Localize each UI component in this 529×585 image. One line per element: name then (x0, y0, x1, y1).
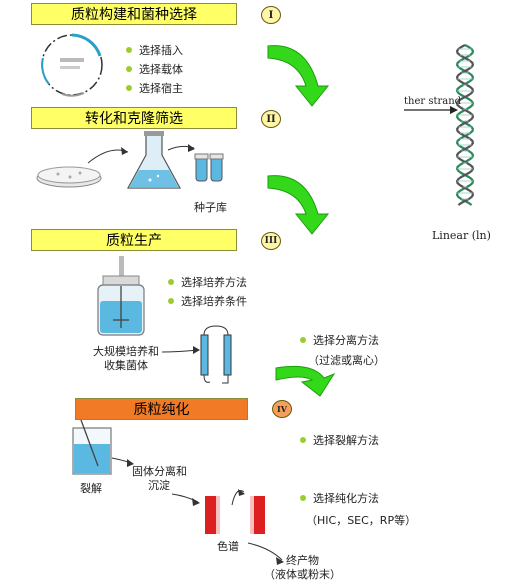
bullet-item: 选择裂解方法 (300, 432, 379, 448)
bullet-text: 选择分离方法 (313, 334, 379, 347)
lysis-label: 裂解 (80, 482, 102, 495)
dna-caption: Linear (ln) (432, 229, 491, 242)
stage-1-numeral: I (268, 9, 274, 21)
stage-1-title: 质粒构建和菌种选择 (71, 7, 197, 23)
stage-1-numeral-badge: I (261, 6, 281, 24)
chromatography-columns-icon (205, 496, 265, 534)
stage-1-box: 质粒构建和菌种选择 (31, 3, 237, 25)
lysis-beaker-icon (72, 419, 112, 475)
bullet-item: 选择插入 (126, 40, 183, 59)
bullet-text: 选择宿主 (139, 81, 183, 95)
seed-bank-label: 种子库 (194, 201, 227, 214)
bullet-item: 选择培养方法 (168, 272, 247, 291)
stage-2-numeral: II (266, 113, 276, 125)
separation-columns-icon (200, 325, 232, 384)
stage-1-bullets: 选择插入 选择载体 选择宿主 (126, 40, 183, 97)
petri-dish-icon (36, 166, 102, 188)
bullet-text: 选择培养方法 (181, 275, 247, 289)
purification-note: （HIC，SEC，RP等） (306, 514, 417, 527)
stage-3-box: 质粒生产 (31, 229, 237, 251)
stage-3-bullets: 选择培养方法 选择培养条件 (168, 272, 247, 310)
arrow-lysis-to-solid-separation (111, 457, 133, 464)
bullet-item: 选择载体 (126, 59, 183, 78)
final-product-label: 终产物 （液体或粉末） (264, 554, 341, 582)
stage-3-numeral: III (264, 236, 278, 246)
stage-2-box: 转化和克隆筛选 (31, 107, 237, 129)
caption-line: 沉淀 (148, 479, 170, 492)
stage-4-box: 质粒纯化 (75, 398, 248, 420)
bullet-text: 选择载体 (139, 62, 183, 76)
bullet-item: 选择纯化方法 (300, 490, 416, 506)
bullet-text: 选择纯化方法 (313, 492, 379, 505)
arrow-culture-to-separation (161, 349, 199, 353)
stage-3-title: 质粒生产 (106, 233, 162, 249)
green-arrow-3 (275, 365, 336, 397)
separation-note: （过滤或离心） (308, 354, 385, 367)
caption-line: 收集菌体 (104, 359, 148, 372)
caption-line: （液体或粉末） (264, 568, 341, 581)
stage-2-title: 转化和克隆筛选 (85, 111, 183, 127)
bullet-text: 选择插入 (139, 43, 183, 57)
stage-4-title: 质粒纯化 (133, 402, 190, 418)
bullet-item: 选择宿主 (126, 78, 183, 97)
green-arrow-2 (267, 175, 330, 235)
caption-line: 终产物 (286, 554, 319, 567)
separation-method: 选择分离方法 （过滤或离心） (300, 332, 385, 368)
stage-4-numeral: IV (277, 404, 287, 414)
solid-separation-label: 固体分离和 沉淀 (132, 465, 187, 493)
purification-method: 选择纯化方法 （HIC，SEC，RP等） (300, 490, 416, 528)
seed-bank-tubes-icon (194, 153, 224, 182)
stage-2-numeral-badge: II (261, 110, 281, 128)
bullet-item: 选择培养条件 (168, 291, 247, 310)
stage-4-numeral-badge: IV (272, 400, 292, 418)
flask-icon (126, 131, 182, 189)
arrow-flask-to-tubes (167, 145, 195, 151)
stage-3-numeral-badge: III (261, 232, 281, 250)
lysis-method: 选择裂解方法 (300, 432, 379, 448)
arrow-dish-to-flask (87, 149, 129, 164)
green-arrow-1 (267, 45, 330, 107)
caption-line: 固体分离和 (132, 465, 187, 478)
strand-label: ther strand (404, 96, 462, 107)
arrow-between-columns (231, 490, 245, 506)
bullet-text: 选择裂解方法 (313, 434, 379, 447)
bioreactor-icon (97, 256, 145, 336)
arrow-precipitation-to-chromatography (171, 493, 199, 503)
chromatography-label: 色谱 (217, 540, 239, 553)
culture-caption: 大规模培养和 收集菌体 (93, 345, 159, 373)
bullet-item: 选择分离方法 (300, 332, 385, 348)
caption-line: 大规模培养和 (93, 345, 159, 358)
bullet-text: 选择培养条件 (181, 294, 247, 308)
